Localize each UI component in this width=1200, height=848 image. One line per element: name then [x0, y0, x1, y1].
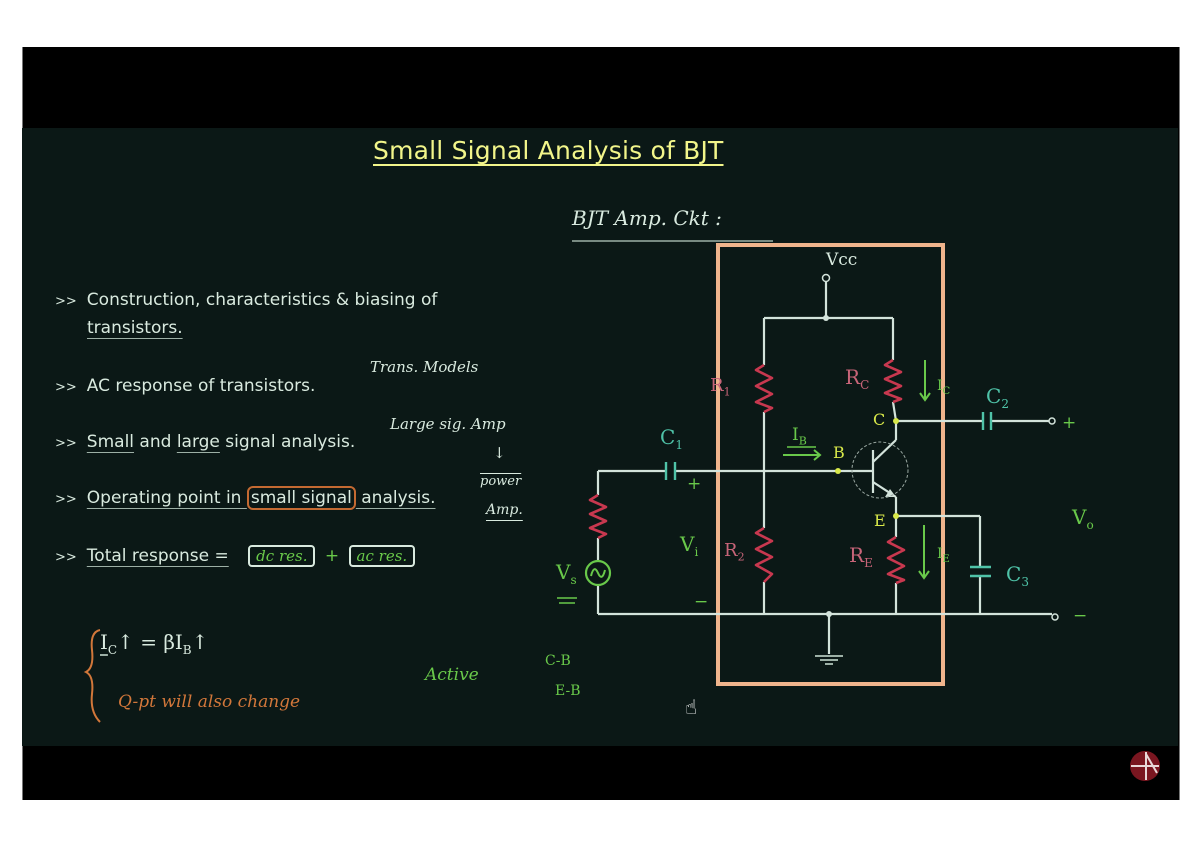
label-vo: Vo: [1072, 505, 1094, 532]
vi-minus-sign: −: [694, 592, 709, 612]
highlight-small-signal: small signal: [246, 486, 356, 510]
note-eb: E-B: [555, 683, 581, 699]
node-e-label: E: [874, 511, 886, 530]
label-ic: IC: [937, 378, 951, 397]
resistor-r2: [754, 526, 774, 583]
label-r1: R1: [710, 375, 731, 399]
circuit-heading: BJT Amp. Ckt :: [572, 206, 722, 230]
bullet-total-response: >>Total response = dc res. + ac res.: [55, 545, 416, 567]
node-b-label: B: [833, 443, 845, 462]
bullet-operating-point: >>Operating point in small signal analys…: [55, 486, 436, 510]
output-minus-terminal: [1051, 613, 1059, 621]
chalkboard: [22, 128, 1178, 746]
vcc-terminal: [821, 273, 831, 283]
label-vs: Vs: [556, 560, 577, 587]
vi-plus-sign: +: [687, 474, 702, 494]
arrow-down-icon: ↓: [493, 444, 506, 462]
slide-title: Small Signal Analysis of BJT: [373, 136, 724, 165]
bullet-small-large: >>Small and large signal analysis.: [55, 432, 356, 452]
ac-source-icon: [584, 559, 612, 587]
label-re: RE: [849, 543, 873, 570]
label-r2: R2: [724, 540, 745, 564]
note-amp: Amp.: [486, 502, 523, 518]
label-c1: C1: [660, 425, 683, 452]
highlight-box: [716, 243, 945, 686]
note-active: Active: [425, 665, 479, 685]
resistor-rs: [588, 493, 608, 540]
output-plus-terminal: [1048, 417, 1056, 425]
label-ib: IB: [792, 425, 807, 448]
label-vi: Vi: [680, 532, 699, 559]
label-ie: IE: [937, 546, 950, 565]
label-c2: C2: [986, 384, 1009, 411]
channel-logo-icon[interactable]: [1130, 751, 1160, 781]
note-trans-models: Trans. Models: [370, 358, 479, 376]
note-qpt-change: Q-pt will also change: [118, 692, 301, 712]
label-vcc: Vcc: [826, 250, 858, 270]
bullet-construction-line2: transistors.: [87, 318, 183, 338]
dc-response-box: dc res.: [248, 545, 316, 567]
resistor-rc: [883, 358, 903, 404]
brace-icon: [83, 629, 101, 723]
ground-icon: [815, 655, 843, 665]
node-c-label: C: [873, 410, 886, 429]
note-power: power: [480, 474, 522, 489]
ac-response-box: ac res.: [348, 545, 416, 567]
resistor-re: [886, 535, 906, 585]
vo-plus-sign: +: [1062, 413, 1077, 433]
note-cb: C-B: [545, 653, 571, 669]
resistor-r1: [754, 363, 774, 414]
note-ic-equation: IC↑ = βIB↑: [100, 630, 209, 657]
bullet-ac-response: >>AC response of transistors.: [55, 376, 316, 396]
vo-minus-sign: −: [1073, 606, 1088, 626]
bullet-construction: >>Construction, characteristics & biasin…: [55, 290, 438, 310]
label-c3: C3: [1006, 562, 1029, 589]
hand-cursor-icon: ☝: [685, 695, 698, 719]
label-rc: RC: [845, 365, 870, 392]
note-large-sig-amp: Large sig. Amp: [390, 415, 506, 433]
transistor-outline: [851, 441, 909, 499]
